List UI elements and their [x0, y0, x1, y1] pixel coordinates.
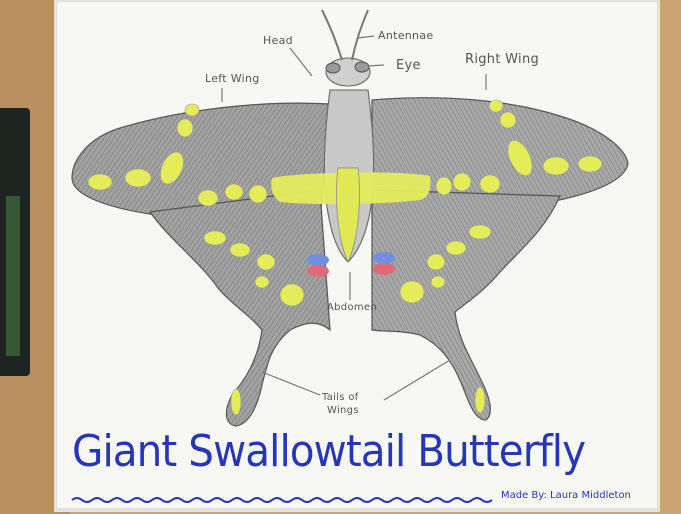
label-left-wing: Left Wing: [205, 72, 260, 85]
poster-title: Giant Swallowtail Butterfly: [72, 426, 585, 477]
antenna-right: [352, 10, 368, 60]
label-antennae: Antennae: [378, 29, 433, 42]
eye-right: [355, 62, 369, 72]
eye-left: [326, 63, 340, 73]
antenna-left: [322, 10, 342, 60]
poster-byline: Made By: Laura Middleton: [501, 490, 631, 501]
title-underline: [72, 498, 492, 502]
left-hindwing: [150, 190, 330, 426]
label-tails: Tails of: [322, 392, 359, 403]
label-eye: Eye: [396, 58, 421, 73]
label-abdomen: Abdomen: [327, 302, 377, 313]
label-head: Head: [263, 34, 293, 47]
right-hindwing: [372, 190, 560, 420]
label-tails-2: Wings: [327, 405, 359, 416]
label-right-wing: Right Wing: [465, 52, 539, 67]
